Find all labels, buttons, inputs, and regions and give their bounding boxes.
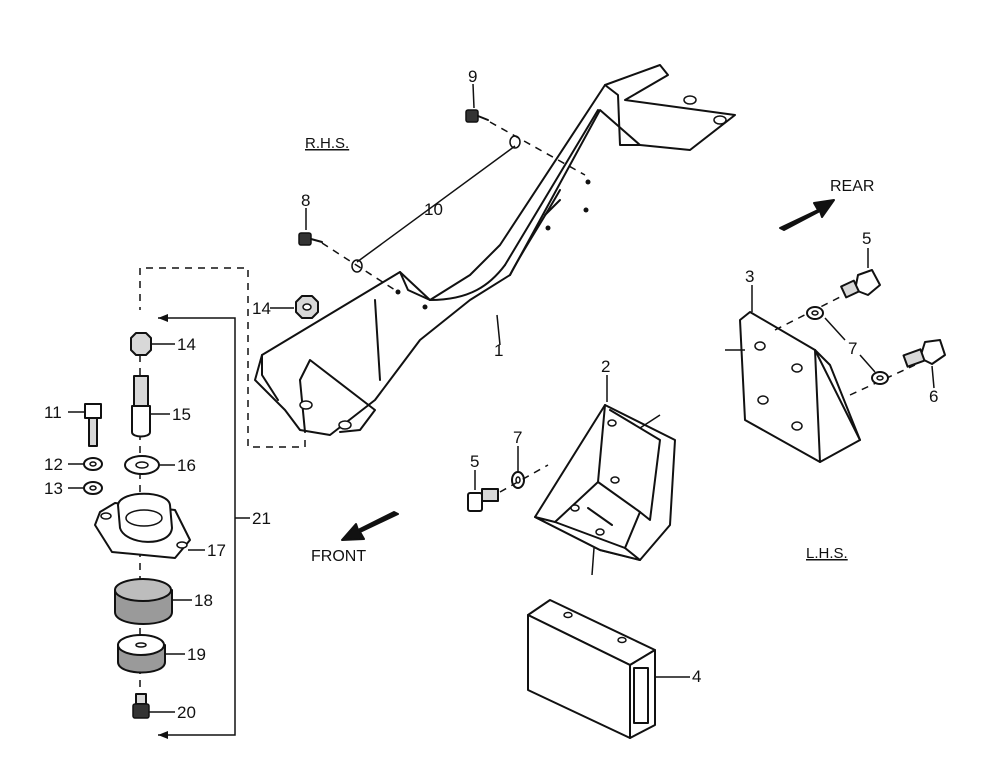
stud-15 — [131, 375, 170, 438]
washer-16 — [124, 455, 175, 475]
callout-18: 18 — [194, 591, 213, 610]
callout-8: 8 — [301, 191, 310, 210]
washer-7-rear-upper — [806, 306, 824, 320]
callout-1: 1 — [494, 341, 503, 360]
rear-label: REAR — [830, 178, 874, 195]
bolt-9-axis — [489, 121, 586, 176]
callout-10: 10 — [424, 200, 443, 219]
leader-10 — [356, 145, 516, 263]
washer-13 — [68, 481, 103, 495]
washer-12 — [68, 457, 103, 471]
rubber-mount-18 — [114, 578, 192, 625]
bolt-11 — [68, 403, 102, 447]
callout-17: 17 — [207, 541, 226, 560]
cross-member-bracket — [254, 64, 736, 436]
assembly-link-dashed — [139, 267, 306, 448]
callout-7-front: 7 — [513, 428, 522, 447]
callout-11: 11 — [44, 403, 62, 422]
washer-7-front — [511, 446, 525, 489]
block-4 — [527, 599, 690, 739]
callout-4: 4 — [692, 667, 701, 686]
bolt-5-rear — [840, 248, 881, 299]
lhs-label: L.H.S. — [806, 545, 848, 562]
front-arrow-icon — [341, 511, 399, 541]
callout-16: 16 — [177, 456, 196, 475]
callout-13: 13 — [44, 479, 63, 498]
callout-2: 2 — [601, 357, 610, 376]
callout-6: 6 — [929, 387, 938, 406]
callout-5-rear: 5 — [862, 229, 871, 248]
bolt-5-front — [467, 470, 499, 512]
bolt-6 — [902, 339, 946, 389]
bolt-9 — [465, 109, 489, 123]
callout-14-bracket: 14 — [252, 299, 271, 318]
callout-9: 9 — [468, 67, 477, 86]
rhs-label: R.H.S. — [305, 135, 349, 152]
bolt-8-axis — [321, 242, 396, 291]
side-plate-3 — [725, 285, 861, 463]
callout-19: 19 — [187, 645, 206, 664]
callout-14-assembly: 14 — [177, 335, 196, 354]
mount-base-17 — [94, 492, 205, 559]
callout-5-front: 5 — [470, 452, 479, 471]
rear-arrow-icon — [779, 199, 835, 231]
callout-20: 20 — [177, 703, 196, 722]
gusset-bracket-2 — [534, 375, 676, 576]
callout-15: 15 — [172, 405, 191, 424]
pad-19 — [117, 634, 185, 674]
callout-21: 21 — [252, 509, 271, 528]
nut-14-bracket — [295, 295, 319, 319]
nut-14-assembly — [130, 332, 175, 356]
callout-7-rear: 7 — [848, 339, 857, 358]
washer-7-rear-lower — [871, 371, 889, 385]
callout-12: 12 — [44, 455, 63, 474]
bracket-21 — [158, 317, 236, 736]
front-label: FRONT — [311, 548, 366, 565]
bolt-8 — [298, 232, 323, 246]
callout-3: 3 — [745, 267, 754, 286]
bolt-20 — [132, 693, 175, 719]
